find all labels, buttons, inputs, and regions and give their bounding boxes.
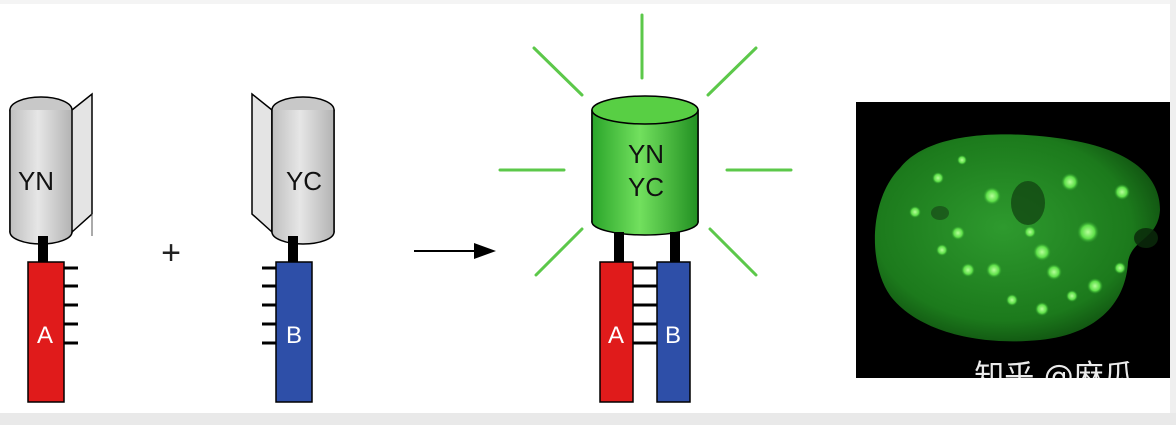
fluorescence-micrograph: 知乎 @麻瓜 <box>856 102 1170 394</box>
nuclear-bodies <box>909 155 1130 316</box>
right-arrow-icon <box>414 243 496 259</box>
protein-a-label: A <box>37 322 53 349</box>
yc-cylinder: YC <box>251 92 335 245</box>
yc-label: YC <box>286 166 322 196</box>
bottom-border <box>0 413 1176 425</box>
combined-yc-label: YC <box>628 172 664 202</box>
combined-protein-b: B <box>656 261 691 403</box>
linker-b <box>288 236 298 262</box>
top-border <box>0 0 1176 4</box>
watermark-text: 知乎 @麻瓜 <box>974 359 1134 394</box>
reconstituted-yfp-complex: YN YC A B <box>498 13 793 403</box>
yc-fragment-with-protein-b: YC B <box>251 92 335 403</box>
combined-protein-b-label: B <box>665 322 681 349</box>
right-border <box>1170 0 1176 425</box>
combined-linker-a <box>614 232 624 262</box>
linker-a <box>38 236 48 262</box>
yn-label: YN <box>18 166 54 196</box>
yn-yc-green-cylinder: YN YC <box>591 95 699 236</box>
combined-protein-a: A <box>599 261 634 403</box>
yn-cylinder: YN <box>9 92 93 245</box>
protein-b-label: B <box>286 322 302 349</box>
protein-a: A <box>27 261 78 403</box>
combined-yn-label: YN <box>628 139 664 169</box>
protein-b: B <box>262 261 313 403</box>
fluorescence-rays-icon <box>498 13 793 277</box>
combined-protein-a-label: A <box>608 322 624 349</box>
plus-sign: + <box>161 234 181 272</box>
combined-linker-b <box>670 232 680 262</box>
interaction-bonds <box>633 266 657 345</box>
yn-fragment-with-protein-a: YN A <box>9 92 93 403</box>
